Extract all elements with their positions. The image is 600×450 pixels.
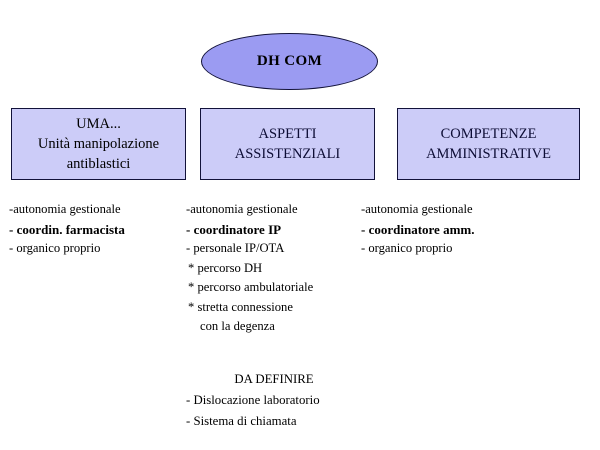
- box-node-aspetti-assistenziali[interactable]: ASPETTI ASSISTENZIALI: [200, 108, 375, 180]
- list-item: -autonomia gestionale: [9, 202, 121, 216]
- box-uma-line-3: antiblastici: [66, 156, 131, 172]
- list-item: - coordinatore amm.: [361, 221, 475, 237]
- root-node-dh-com[interactable]: DH COM: [201, 33, 378, 90]
- list-item: - Sistema di chiamata: [186, 413, 297, 428]
- list-item: - organico proprio: [361, 241, 453, 255]
- footer-da-definire: DA DEFINIRE - Dislocazione laboratorio -…: [186, 370, 386, 432]
- detail-column-uma: -autonomia gestionale - coordin. farmaci…: [9, 200, 189, 259]
- box-competenze-line-2: AMMINISTRATIVE: [426, 146, 551, 162]
- list-item: - organico proprio: [9, 241, 101, 255]
- root-node-label: DH COM: [256, 53, 323, 69]
- box-aspetti-line-2: ASSISTENZIALI: [234, 146, 341, 162]
- list-item: -autonomia gestionale: [361, 202, 473, 216]
- list-item: * stretta connessione: [188, 299, 293, 314]
- list-item: * percorso DH: [188, 260, 263, 275]
- box-competenze-line-1: COMPETENZE: [440, 126, 537, 142]
- list-item: -autonomia gestionale: [186, 202, 298, 216]
- detail-column-competenze: -autonomia gestionale - coordinatore amm…: [361, 200, 551, 259]
- list-item: - coordinatore IP: [186, 221, 282, 237]
- list-item: con la degenza: [200, 319, 275, 333]
- footer-heading: DA DEFINIRE: [234, 372, 314, 386]
- list-item: - Dislocazione laboratorio: [186, 392, 320, 407]
- detail-column-aspetti: -autonomia gestionale - coordinatore IP …: [186, 200, 366, 337]
- list-item: - personale IP/OTA: [186, 241, 285, 255]
- list-item: - coordin. farmacista: [9, 221, 125, 237]
- box-node-uma[interactable]: UMA... Unità manipolazione antiblastici: [11, 108, 186, 180]
- box-node-competenze-amministrative[interactable]: COMPETENZE AMMINISTRATIVE: [397, 108, 580, 180]
- box-uma-line-1: UMA...: [76, 116, 121, 132]
- list-item: * percorso ambulatoriale: [188, 280, 314, 294]
- box-aspetti-line-1: ASPETTI: [258, 126, 317, 142]
- box-uma-line-2: Unità manipolazione: [37, 136, 160, 152]
